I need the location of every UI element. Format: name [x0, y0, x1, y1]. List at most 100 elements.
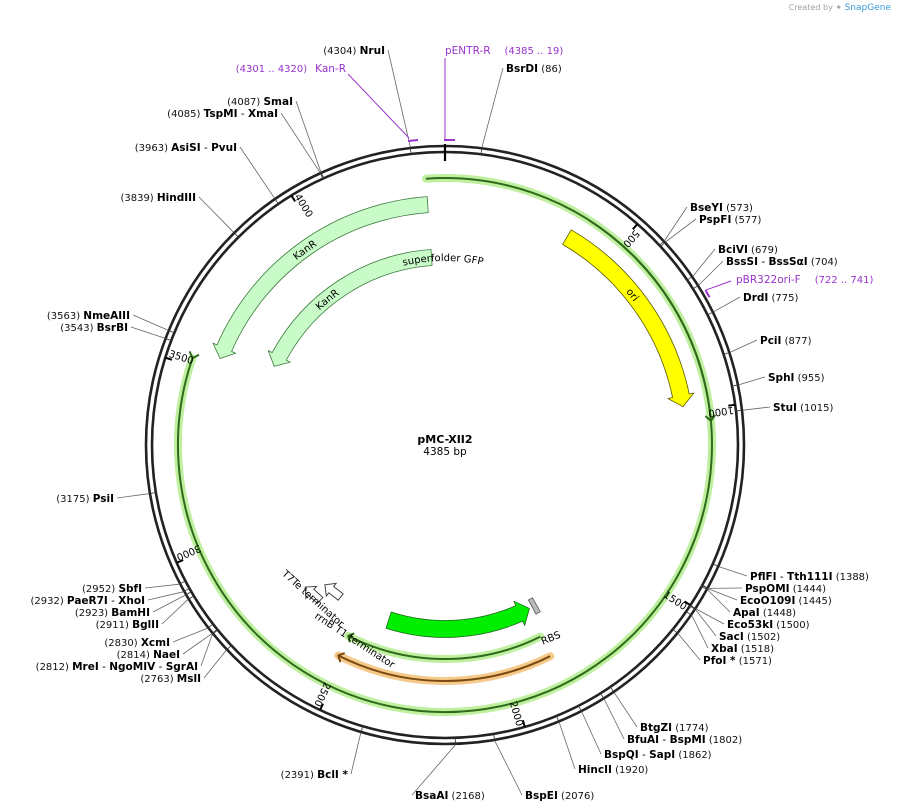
site-enzyme-name: EcoO109I	[740, 595, 795, 607]
site-label-sphi[interactable]: SphI (955)	[768, 372, 825, 384]
site-enzyme-name: BsrDI	[506, 63, 538, 75]
site-label-hincii[interactable]: HincII (1920)	[578, 764, 648, 776]
site-label-saci[interactable]: SacI (1502)	[719, 631, 780, 643]
site-enzyme-name: HindIII	[157, 192, 196, 204]
site-label-smai[interactable]: (4087) SmaI	[227, 96, 293, 108]
site-position: (877)	[781, 336, 811, 347]
site-leader-line	[613, 692, 638, 728]
kan-r-primer-leader	[347, 73, 410, 139]
site-enzyme-name: PsiI	[93, 493, 114, 505]
site-label-bsssi-bsss-i[interactable]: BssSI - BssSαI (704)	[726, 256, 838, 268]
kanr-strand-arrow-head	[188, 351, 200, 360]
site-label-psii[interactable]: (3175) PsiI	[56, 493, 114, 505]
site-mark	[671, 628, 679, 635]
site-label-bglii[interactable]: (2911) BglII	[96, 619, 159, 631]
site-leader-line	[695, 609, 717, 637]
rbs-feature[interactable]	[527, 597, 541, 615]
site-position: (577)	[731, 215, 761, 226]
rrnb-t1-terminator-feature[interactable]	[320, 578, 346, 603]
site-label-naei[interactable]: (2814) NaeI	[117, 649, 180, 661]
plasmid-name: pMC-XII2	[417, 433, 472, 446]
site-label-paer7i-xhoi[interactable]: (2932) PaeR7I - XhoI	[30, 595, 145, 607]
primer-label-pbr322ori-f[interactable]: pBR322ori-F(722 .. 741)	[736, 274, 873, 286]
site-position: (3543)	[60, 323, 96, 334]
site-mark	[480, 147, 483, 156]
site-separator: -	[758, 256, 768, 268]
superfolder-gfp-feature[interactable]	[385, 600, 530, 638]
site-mark	[685, 610, 693, 616]
site-mark	[187, 595, 195, 600]
bp-tick-mark	[683, 600, 691, 607]
site-enzyme-name: SphI	[768, 372, 794, 384]
site-mark	[555, 714, 560, 723]
kanr-feature-inner[interactable]	[267, 249, 433, 367]
ori-feature[interactable]	[562, 229, 695, 408]
site-label-pspfi[interactable]: PspFI (577)	[699, 214, 762, 226]
site-label-nmeaiii[interactable]: (3563) NmeAIII	[47, 310, 130, 322]
site-enzyme-name: SbfI	[118, 583, 142, 595]
gfp-strand-arrow-orange	[337, 654, 551, 682]
site-mark	[734, 409, 744, 412]
site-leader-line	[730, 339, 758, 353]
site-label-bsrbi[interactable]: (3543) BsrBI	[60, 322, 128, 334]
site-label-mrei-ngomiv-sgrai[interactable]: (2812) MreI - NgoMIV - SgrAI	[36, 661, 198, 673]
primer-position: (722 .. 741)	[815, 275, 874, 286]
site-label-bspqi-sapi[interactable]: BspQI - SapI (1862)	[604, 749, 712, 761]
site-enzyme-name: BssSI	[726, 256, 758, 268]
site-label-pfoi[interactable]: PfoI * (1571)	[703, 655, 772, 667]
site-label-sbfi[interactable]: (2952) SbfI	[82, 583, 142, 595]
site-label-xcmi[interactable]: (2830) XcmI	[104, 637, 170, 649]
site-enzyme-name: PflFI	[750, 571, 777, 583]
site-label-bsrdi[interactable]: BsrDI (86)	[506, 63, 562, 75]
snapgene-credit: Created by ✦ SnapGene	[789, 3, 891, 13]
site-position: (1862)	[675, 750, 712, 761]
site-label-eco53ki[interactable]: Eco53kI (1500)	[727, 619, 810, 631]
site-label-bspei[interactable]: BspEI (2076)	[525, 790, 594, 802]
site-position: (86)	[538, 64, 562, 75]
site-position: (1802)	[706, 735, 743, 746]
site-label-btgzi[interactable]: BtgZI (1774)	[640, 722, 709, 734]
site-label-bcivi[interactable]: BciVI (679)	[718, 244, 778, 256]
site-mark	[689, 604, 697, 610]
site-leader-line	[581, 711, 602, 755]
site-label-bcli[interactable]: (2391) BclI *	[281, 769, 349, 781]
bp-tick-label: 1500	[661, 590, 688, 613]
site-label-apai[interactable]: ApaI (1448)	[733, 607, 796, 619]
kanr-feature-outer[interactable]	[212, 196, 429, 359]
site-label-tspmi-xmai[interactable]: (4085) TspMI - XmaI	[167, 108, 278, 120]
site-position: (2391)	[281, 770, 317, 781]
bp-tick-mark	[319, 703, 324, 711]
site-label-bfuai-bspmi[interactable]: BfuAI - BspMI (1802)	[627, 734, 742, 746]
primer-label-kan-r[interactable]: (4301 .. 4320)Kan-R	[236, 63, 346, 75]
t7te-terminator-feature[interactable]	[300, 581, 326, 606]
bp-tick-mark	[728, 403, 736, 407]
site-label-pflfi-tth111i[interactable]: PflFI - Tth111I (1388)	[750, 571, 869, 583]
site-mark	[320, 171, 325, 180]
credit-prefix: Created by	[788, 3, 833, 12]
gfp-label-text: superfolder GFP	[402, 253, 485, 269]
primer-label-pentr-r[interactable]: pENTR-R(4385 .. 19)	[445, 45, 563, 57]
site-label-nrui[interactable]: (4304) NruI	[323, 45, 385, 57]
site-mark	[577, 704, 583, 713]
site-separator: -	[155, 661, 165, 673]
site-label-bamhi[interactable]: (2923) BamHI	[75, 607, 150, 619]
site-label-hindiii[interactable]: (3839) HindIII	[120, 192, 196, 204]
site-enzyme-name: SacI	[719, 631, 744, 643]
site-separator: -	[639, 749, 649, 761]
site-enzyme-name: BciVI	[718, 244, 748, 256]
site-label-xbai[interactable]: XbaI (1518)	[711, 643, 774, 655]
site-label-pspomi[interactable]: PspOMI (1444)	[745, 583, 826, 595]
site-label-pcii[interactable]: PciI (877)	[760, 335, 812, 347]
site-label-bsaai[interactable]: BsaAI (2168)	[415, 790, 485, 802]
bp-tick-label: 1000	[708, 404, 735, 418]
site-label-asisi-pvui[interactable]: (3963) AsiSI - PvuI	[135, 142, 237, 154]
site-mark	[211, 628, 219, 635]
primers: pENTR-R(4385 .. 19) (4301 .. 4320)Kan-R pB…	[236, 45, 873, 298]
site-label-msli[interactable]: (2763) MslI	[140, 673, 201, 685]
site-label-drdi[interactable]: DrdI (775)	[743, 292, 798, 304]
site-position: (1774)	[672, 723, 709, 734]
site-label-stui[interactable]: StuI (1015)	[773, 402, 833, 414]
site-label-ecoo109i[interactable]: EcoO109I (1445)	[740, 595, 832, 607]
site-label-bseyi[interactable]: BseYI (573)	[690, 202, 753, 214]
